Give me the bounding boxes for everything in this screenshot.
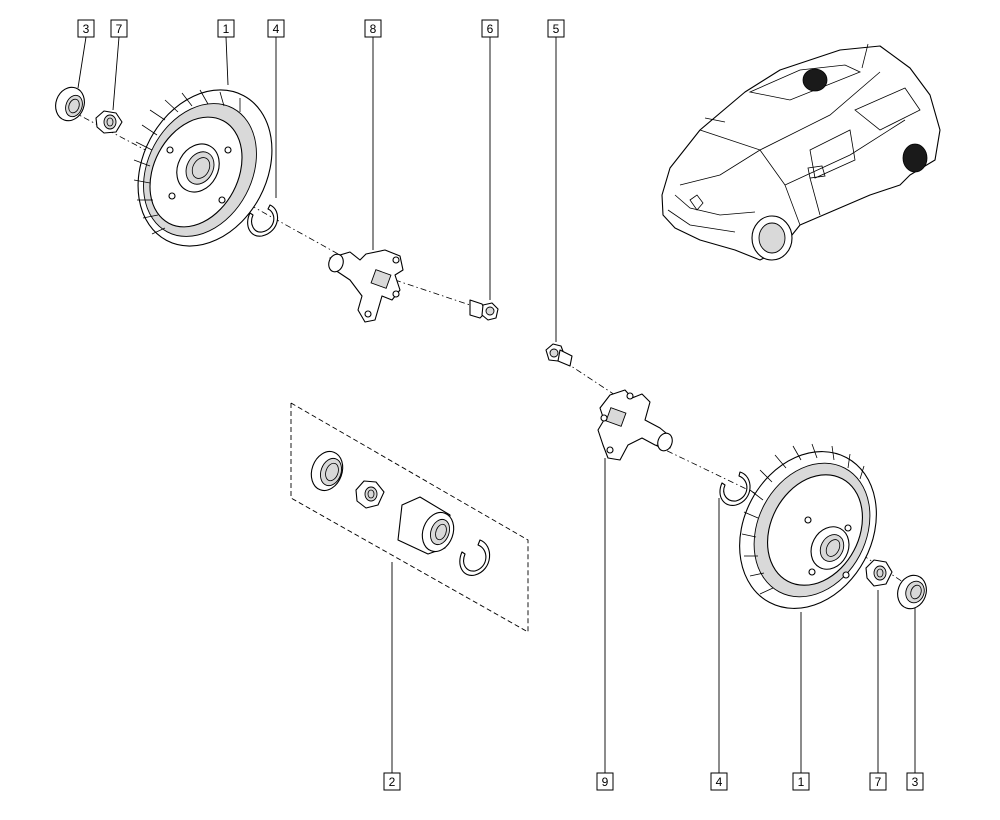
hub-cap-top xyxy=(55,86,85,122)
kit-nut xyxy=(355,480,385,509)
label-4-bottom[interactable]: 4 xyxy=(710,772,728,791)
circlip-bottom xyxy=(719,471,751,506)
label-5-top-text: 5 xyxy=(553,22,560,36)
brake-drum-top xyxy=(133,89,273,247)
label-5-top[interactable]: 5 xyxy=(547,19,565,38)
label-3-bottom[interactable]: 3 xyxy=(906,772,924,791)
label-4-top[interactable]: 4 xyxy=(267,19,285,38)
vehicle-illustration xyxy=(661,43,941,261)
brake-drum-bottom xyxy=(739,443,877,609)
label-7-bottom[interactable]: 7 xyxy=(869,772,887,791)
label-4-bottom-text: 4 xyxy=(716,775,723,789)
label-3-top-text: 3 xyxy=(83,22,90,36)
label-9-bottom[interactable]: 9 xyxy=(596,772,614,791)
stub-axle-top xyxy=(328,249,404,323)
sunroof-marker xyxy=(802,68,828,92)
bearing-kit xyxy=(290,402,529,633)
label-1-bottom[interactable]: 1 xyxy=(792,772,810,791)
bolt-bottom xyxy=(545,343,573,367)
circlip-top xyxy=(247,204,279,237)
label-7-top-text: 7 xyxy=(116,22,123,36)
rear-wheel-marker xyxy=(902,143,928,173)
label-7-bottom-text: 7 xyxy=(875,775,882,789)
label-6-top[interactable]: 6 xyxy=(481,19,499,38)
label-1-bottom-text: 1 xyxy=(798,775,805,789)
kit-circlip xyxy=(459,539,491,576)
label-9-bottom-text: 9 xyxy=(602,775,609,789)
label-8-top[interactable]: 8 xyxy=(364,19,382,38)
drum-fins-top xyxy=(133,89,241,235)
stub-axle-bottom xyxy=(597,389,673,461)
label-2-bottom[interactable]: 2 xyxy=(383,772,401,791)
label-4-top-text: 4 xyxy=(273,22,280,36)
kit-seal xyxy=(310,450,344,492)
leader-lines xyxy=(77,36,916,773)
label-7-top[interactable]: 7 xyxy=(110,19,128,38)
label-3-bottom-text: 3 xyxy=(912,775,919,789)
label-1-top-text: 1 xyxy=(223,22,230,36)
drum-fins-bottom xyxy=(741,443,865,595)
label-2-bottom-text: 2 xyxy=(389,775,396,789)
label-1-top[interactable]: 1 xyxy=(217,19,235,38)
hub-cap-bottom xyxy=(897,574,927,610)
kit-bearing xyxy=(397,496,455,555)
hub-nut-bottom xyxy=(865,559,893,587)
label-8-top-text: 8 xyxy=(370,22,377,36)
bolt-top xyxy=(469,299,499,321)
hub-nut-top xyxy=(95,110,123,134)
label-3-top[interactable]: 3 xyxy=(77,19,95,38)
label-6-top-text: 6 xyxy=(487,22,494,36)
